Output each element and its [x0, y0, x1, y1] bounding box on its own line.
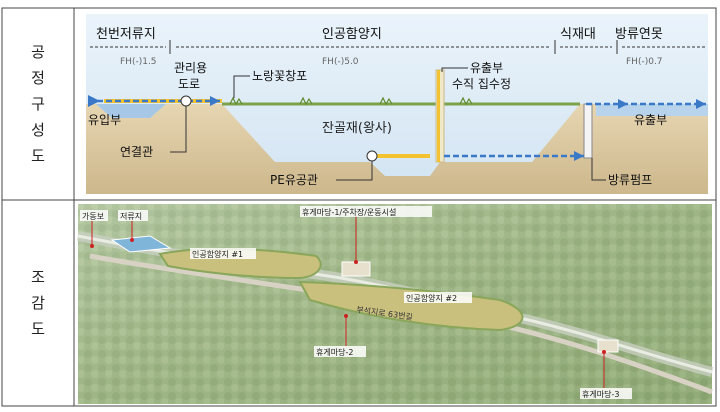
- label-artificial-pond-1: 인공함양지 #1: [192, 249, 243, 259]
- aerial-view: 가동보 저류지 휴게마당-1/주차장/운동시설 인공함양지 #1 인공함양지 #…: [77, 204, 714, 404]
- label-movable-weir: 가동보: [82, 212, 104, 221]
- aerial-reservoir: [110, 235, 172, 253]
- label-inflow: 유입부: [88, 113, 121, 127]
- label-connection-pipe: 연결관: [120, 145, 153, 159]
- label-yellow-iris: 노랑꽃창포: [252, 69, 307, 83]
- header-planting-zone: 식재대: [560, 27, 596, 42]
- row-label-process: 공 정 구 성 도: [31, 43, 45, 165]
- label-collector-line1: 유출부: [470, 61, 503, 75]
- table-border: [1, 7, 717, 407]
- elevation-reservoir: FH(-)1.5: [120, 57, 157, 67]
- label-discharge-pump: 방류펌프: [608, 173, 652, 187]
- label-pe-pipe: PE유공관: [270, 173, 318, 187]
- label-collector-line2: 수직 집수정: [452, 77, 511, 91]
- header-outlet-canal: 방류연못: [615, 27, 663, 42]
- label-rest-area-1: 휴게마당-1/주차장/운동시설: [302, 207, 396, 217]
- pump-well: [583, 103, 593, 159]
- reservoir-water: [96, 104, 166, 118]
- row-label-aerial: 조 감 도: [31, 268, 45, 338]
- header-reservoir: 천번저류지: [96, 27, 156, 42]
- elevation-outlet: FH(-)0.7: [626, 57, 663, 67]
- label-artificial-pond-2: 인공함양지 #2: [406, 293, 457, 303]
- label-aerial-reservoir: 저류지: [120, 212, 142, 221]
- soil-section: [86, 104, 708, 194]
- header-artificial-recharge: 인공함양지: [322, 27, 382, 42]
- process-diagram: 천번저류지 인공함양지 식재대 방류연못 FH(-)1.5 FH(-)5.0 F…: [86, 14, 708, 194]
- label-management-road-line2: 도로: [178, 77, 200, 91]
- label-fine-aggregate: 잔골재(왕사): [322, 121, 392, 136]
- outlet-water: [596, 104, 708, 116]
- label-management-road-line1: 관리용: [174, 61, 207, 75]
- label-rest-area-2: 휴게마당-2: [316, 347, 353, 357]
- label-rest-area-3: 휴게마당-3: [582, 389, 619, 399]
- aerial-pond-2: [298, 280, 524, 332]
- label-outflow: 유출부: [634, 113, 667, 127]
- elevation-recharge: FH(-)5.0: [322, 57, 359, 67]
